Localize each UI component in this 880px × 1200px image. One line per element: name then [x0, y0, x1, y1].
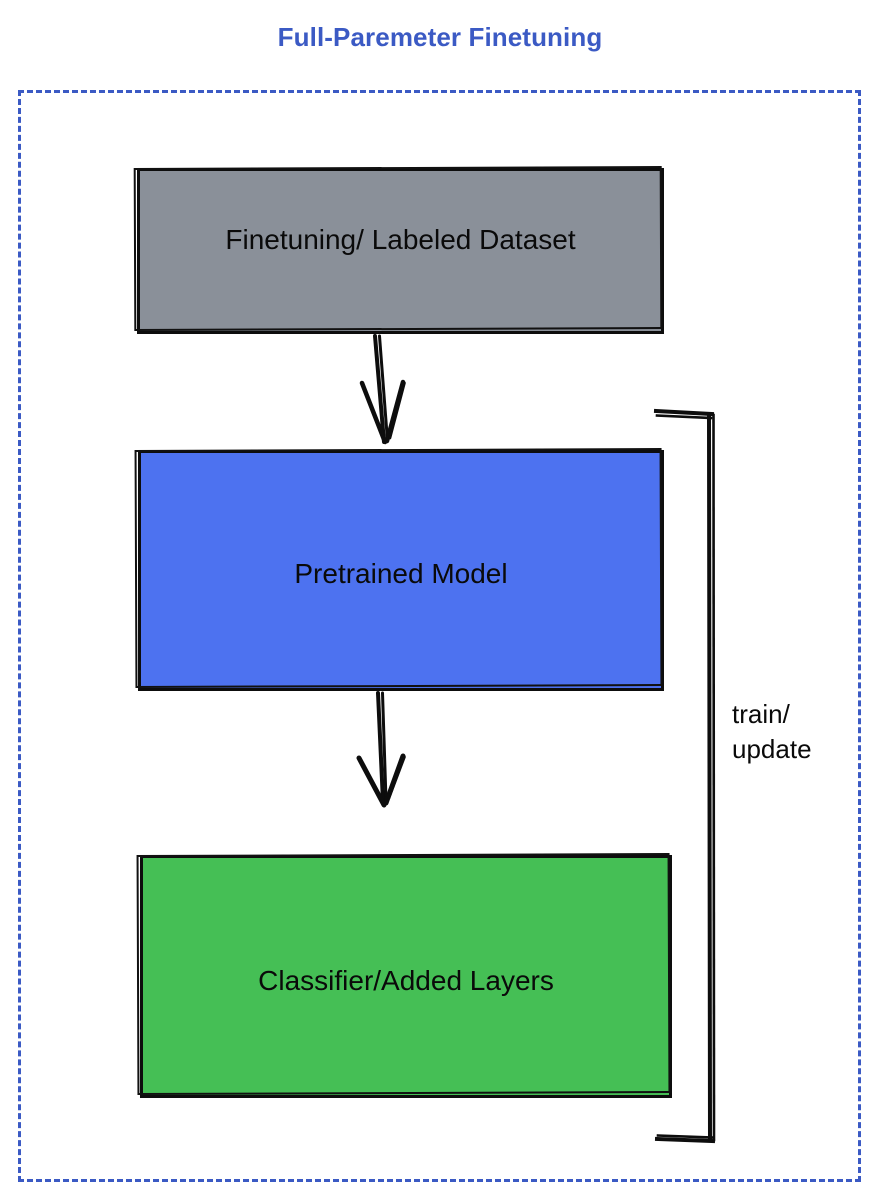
node-classifier-added-layers[interactable]: Classifier/Added Layers [140, 855, 672, 1098]
node-classifier-added-layers-label: Classifier/Added Layers [258, 965, 554, 996]
node-pretrained-model[interactable]: Pretrained Model [138, 450, 664, 691]
node-dataset-label: Finetuning/ Labeled Dataset [225, 224, 576, 255]
node-pretrained-model-label: Pretrained Model [294, 558, 508, 589]
page-title: Full-Paremeter Finetuning [277, 22, 603, 52]
feedback-edge-label: train/ update [732, 697, 852, 767]
feedback-edge-label-line1: train/ [732, 699, 790, 729]
dashed-boundary-container [18, 90, 861, 1182]
feedback-edge-label-line2: update [732, 734, 812, 764]
node-dataset[interactable]: Finetuning/ Labeled Dataset [137, 168, 664, 334]
